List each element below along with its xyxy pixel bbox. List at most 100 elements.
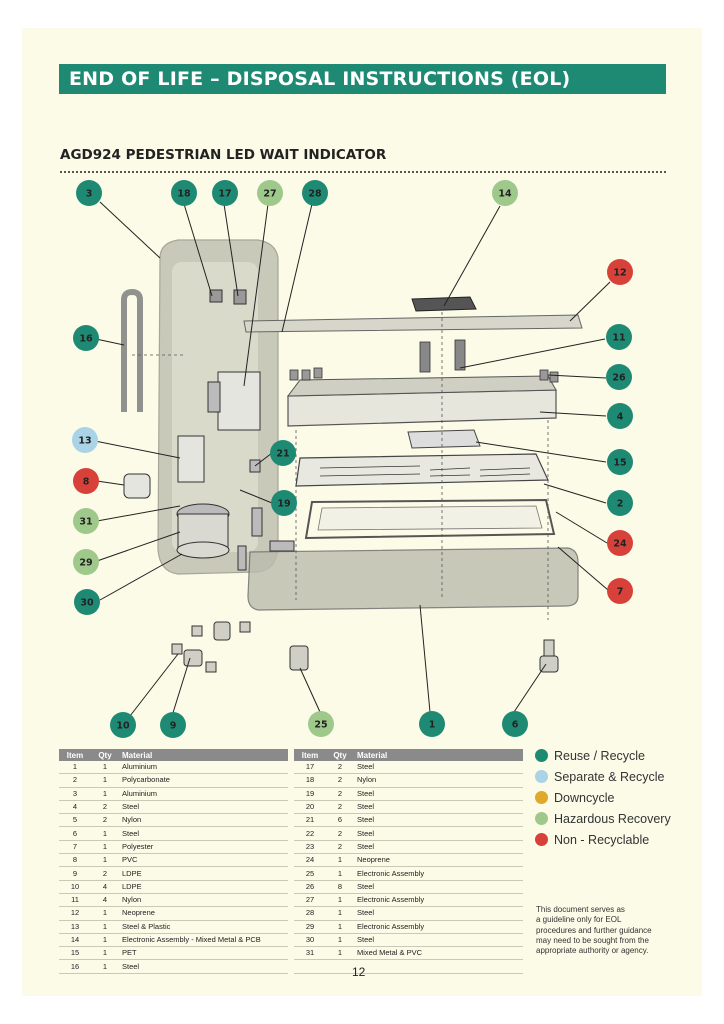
cell-material: Mixed Metal & PVC (354, 946, 523, 961)
top-plate-part (243, 314, 583, 333)
cell-material: Polyester (119, 840, 288, 855)
cell-material: Steel (354, 880, 523, 894)
legend-label: Downcycle (554, 790, 615, 805)
cell-material: Steel (354, 800, 523, 815)
cell-qty: 1 (326, 920, 354, 934)
callout-25: 25 (308, 711, 334, 737)
callout-number: 18 (177, 189, 191, 200)
legend-color-dot (535, 791, 548, 804)
cell-item: 21 (294, 813, 326, 828)
cell-item: 18 (294, 773, 326, 788)
cell-qty: 4 (91, 880, 119, 894)
cell-item: 24 (294, 853, 326, 868)
cell-qty: 1 (326, 893, 354, 908)
cell-item: 17 (294, 761, 326, 775)
callout-1: 1 (419, 711, 445, 737)
legend-color-dot (535, 812, 548, 825)
cell-material: Steel (119, 826, 288, 841)
cell-item: 26 (294, 880, 326, 894)
callout-29: 29 (73, 549, 99, 575)
callout-3: 3 (76, 180, 102, 206)
callout-21: 21 (270, 440, 296, 466)
cell-item: 31 (294, 946, 326, 961)
callout-27: 27 (257, 180, 283, 206)
callout-number: 26 (612, 373, 626, 384)
cell-qty: 1 (91, 840, 119, 855)
callout-28: 28 (302, 180, 328, 206)
cell-item: 10 (59, 880, 91, 894)
callout-6: 6 (502, 711, 528, 737)
cell-qty: 2 (91, 813, 119, 828)
cell-item (294, 959, 326, 974)
callout-10: 10 (110, 712, 136, 738)
dotted-divider (60, 171, 666, 173)
callout-circle (308, 711, 334, 737)
note-line: procedures and further guidance (536, 925, 652, 935)
cell-material: Neoprene (119, 906, 288, 921)
callout-circle (606, 364, 632, 390)
cell-qty: 1 (91, 906, 119, 921)
callout-circle (73, 549, 99, 575)
cell-qty: 1 (326, 933, 354, 948)
cell-qty: 1 (91, 959, 119, 974)
callout-circle (606, 324, 632, 350)
cell-material: Aluminium (119, 761, 288, 775)
cell-qty: 2 (326, 800, 354, 815)
callout-circle (270, 440, 296, 466)
cell-material: Electronic Assembly (354, 920, 523, 934)
legend-label: Non - Recyclable (554, 832, 650, 847)
cell-material: Neoprene (354, 853, 523, 868)
cell-item: 12 (59, 906, 91, 921)
cell-qty: 1 (326, 853, 354, 868)
gasket-part (304, 498, 556, 540)
driver-assembly (123, 289, 295, 571)
board-part (407, 429, 481, 449)
callout-12: 12 (607, 259, 633, 285)
callout-31: 31 (73, 508, 99, 534)
callout-circle (72, 427, 98, 453)
cell-qty: 1 (326, 946, 354, 961)
callout-circle (171, 180, 197, 206)
disclaimer-note: This document serves as a guideline only… (536, 905, 676, 956)
callout-number: 4 (617, 412, 624, 423)
callout-number: 27 (263, 189, 276, 200)
bottom-parts (171, 621, 559, 673)
cell-qty: 2 (326, 787, 354, 801)
legend-item: Separate & Recycle (535, 766, 671, 787)
callout-circle (110, 712, 136, 738)
legend-label: Separate & Recycle (554, 769, 665, 784)
col-qty: Qty (91, 749, 119, 761)
pcb-part (411, 296, 477, 312)
callout-number: 16 (79, 334, 93, 345)
col-material: Material (354, 749, 523, 761)
cell-material: Steel & Plastic (119, 920, 288, 934)
callout-15: 15 (607, 449, 633, 475)
callout-circle (160, 712, 186, 738)
callout-circle (257, 180, 283, 206)
cell-item: 1 (59, 761, 91, 775)
callout-number: 29 (79, 558, 92, 569)
col-item: Item (294, 749, 326, 761)
cell-material: Electronic Assembly (354, 893, 523, 908)
callout-18: 18 (171, 180, 197, 206)
callout-4: 4 (607, 403, 633, 429)
cell-material: Aluminium (119, 787, 288, 801)
cell-qty: 1 (91, 920, 119, 934)
